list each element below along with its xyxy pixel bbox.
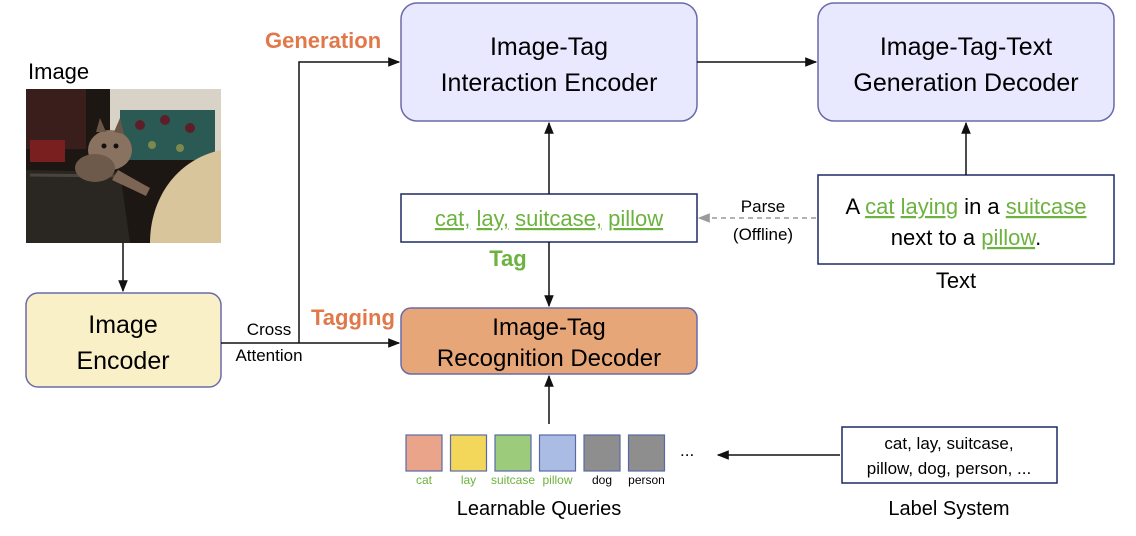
query-square-lay: [449, 434, 488, 472]
image-encoder-label-line2: Encoder: [76, 347, 169, 375]
generation-branch-label: Generation: [265, 28, 381, 53]
query-square-person: [627, 434, 666, 472]
query-label-cat: cat: [416, 473, 433, 487]
query-label-person: person: [628, 473, 665, 487]
tag-item: pillow: [608, 206, 663, 231]
label-system-box: [841, 426, 1058, 484]
parse-label-line2: (Offline): [733, 225, 793, 244]
text-tag-word: suitcase: [1006, 194, 1087, 219]
query-label-pillow: pillow: [542, 473, 572, 487]
arrow-encoder-to-interaction: [298, 57, 401, 343]
query-label-lay: lay: [461, 473, 476, 487]
query-square-cat: [405, 434, 443, 472]
cross-attention-line1: Cross: [247, 320, 291, 339]
text-box: [817, 174, 1115, 265]
input-image: [26, 89, 221, 243]
parse-label-line1: Parse: [741, 197, 785, 216]
text-tag-word: pillow: [981, 225, 1036, 250]
generation-decoder-line2: Generation Decoder: [853, 69, 1078, 97]
text-caption: Text: [936, 268, 976, 293]
query-square-suitcase: [494, 434, 532, 472]
image-encoder-box: [25, 292, 222, 388]
queries-ellipsis: ...: [680, 441, 694, 460]
tag-list: cat, lay, suitcase, pillow: [435, 206, 663, 231]
cross-attention-line2: Attention: [235, 346, 302, 365]
tag-item: lay,: [476, 206, 509, 231]
query-square-pillow: [538, 434, 577, 472]
interaction-encoder-line2: Interaction Encoder: [441, 69, 658, 97]
tag-item: suitcase,: [515, 206, 602, 231]
image-encoder-label-line1: Image: [88, 311, 157, 339]
tagging-branch-label: Tagging: [311, 305, 395, 330]
generation-decoder-line1: Image-Tag-Text: [880, 33, 1052, 61]
label-system-line1: cat, lay, suitcase,: [884, 434, 1013, 453]
recognition-decoder-box: [400, 307, 698, 375]
interaction-encoder-box: [400, 2, 698, 122]
tag-item: cat,: [435, 206, 470, 231]
text-word: in a: [958, 194, 1006, 219]
text-tag-word: cat: [865, 194, 894, 219]
label-system-caption: Label System: [888, 498, 1009, 520]
image-title: Image: [28, 59, 89, 84]
tag-caption: Tag: [489, 246, 526, 271]
text-word: .: [1035, 225, 1041, 250]
query-label-suitcase: suitcase: [491, 473, 535, 487]
text-tag-word: laying: [901, 194, 958, 219]
tag-box: [400, 193, 698, 243]
generation-decoder-box: [817, 2, 1115, 122]
query-square-dog: [583, 434, 621, 472]
label-system-line2: pillow, dog, person, ...: [867, 459, 1031, 478]
text-word: next to a: [891, 225, 982, 250]
recognition-decoder-line1: Image-Tag: [492, 314, 605, 341]
text-caption-line2: next to a pillow.: [891, 225, 1041, 250]
query-label-dog: dog: [592, 473, 612, 487]
recognition-decoder-line2: Recognition Decoder: [437, 345, 661, 372]
interaction-encoder-line1: Image-Tag: [490, 33, 608, 61]
queries-caption: Learnable Queries: [457, 498, 622, 520]
text-caption-line1: A cat laying in a suitcase: [846, 194, 1087, 219]
learnable-queries: cat lay suitcase pillow dog person: [405, 434, 666, 487]
text-word: A: [846, 194, 866, 219]
